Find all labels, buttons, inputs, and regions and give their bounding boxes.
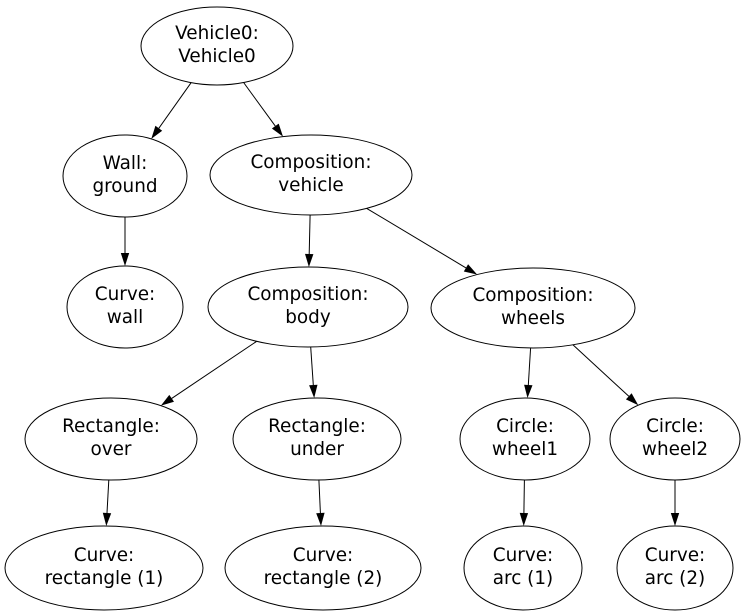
node-label-line1: Circle: <box>496 416 554 437</box>
arrowhead-icon <box>160 394 174 406</box>
node-curve_wall: Curve:wall <box>66 265 184 349</box>
arrowhead-icon <box>524 384 533 398</box>
node-ellipse <box>4 525 204 611</box>
arrowhead-icon <box>305 253 314 267</box>
node-label-line1: Curve: <box>95 284 155 305</box>
node-ellipse <box>609 397 741 481</box>
node-label-line2: wall <box>107 307 144 328</box>
node-label-line1: Circle: <box>646 416 704 437</box>
node-label-line2: wheel2 <box>642 439 708 460</box>
node-label-line2: wheel1 <box>492 439 558 460</box>
node-ellipse <box>616 525 734 611</box>
arrowhead-icon <box>463 264 478 275</box>
node-composition_wheels: Composition:wheels <box>430 267 636 349</box>
node-circle_wheel1: Circle:wheel1 <box>459 397 591 481</box>
edge-circle_wheel1-curve_arc1 <box>519 479 529 526</box>
node-label-line1: Vehicle0: <box>175 23 259 44</box>
node-label-line1: Curve: <box>74 545 134 566</box>
node-label-line1: Wall: <box>103 153 148 174</box>
node-ellipse <box>459 397 591 481</box>
edge-line <box>527 347 532 386</box>
node-vehicle0: Vehicle0:Vehicle0 <box>140 6 294 86</box>
edge-line <box>171 340 257 399</box>
edge-line <box>308 214 311 255</box>
edge-circle_wheel2-curve_arc2 <box>670 480 680 526</box>
arrowhead-icon <box>519 512 529 526</box>
edge-composition_vehicle-composition_wheels <box>366 207 478 275</box>
node-label-line2: rectangle (2) <box>264 568 383 589</box>
arrowhead-icon <box>102 512 112 526</box>
edge-line <box>523 479 525 514</box>
edge-line <box>106 479 110 514</box>
edge-line <box>366 207 467 269</box>
node-ellipse <box>224 525 422 611</box>
node-label-line1: Composition: <box>247 284 368 305</box>
node-wall_ground: Wall:ground <box>62 134 188 218</box>
node-label-line1: Rectangle: <box>268 416 366 437</box>
node-composition_vehicle: Composition:vehicle <box>209 134 413 216</box>
node-ellipse <box>430 267 636 349</box>
node-rectangle_over: Rectangle:over <box>24 397 198 481</box>
node-curve_arc2: Curve:arc (2) <box>616 525 734 611</box>
arrowhead-icon <box>316 512 325 526</box>
node-label-line2: wheels <box>501 308 565 329</box>
edge-line <box>158 82 192 129</box>
arrowhead-icon <box>120 253 130 266</box>
node-ellipse <box>62 134 188 218</box>
node-ellipse <box>66 265 184 349</box>
edge-composition_wheels-circle_wheel1 <box>524 347 533 398</box>
node-circle_wheel2: Circle:wheel2 <box>609 397 741 481</box>
node-label-line2: vehicle <box>278 175 344 196</box>
node-label-line1: Composition: <box>250 152 371 173</box>
edge-vehicle0-composition_vehicle <box>243 82 283 137</box>
arrowhead-icon <box>151 125 163 139</box>
edge-rectangle_under-curve_rectangle2 <box>316 479 325 526</box>
node-curve_rectangle2: Curve:rectangle (2) <box>224 525 422 611</box>
arrowhead-icon <box>625 393 639 406</box>
node-label-line2: over <box>90 439 131 460</box>
node-label-line1: Curve: <box>293 545 353 566</box>
edge-line <box>318 479 321 514</box>
node-curve_arc1: Curve:arc (1) <box>463 525 583 611</box>
edge-composition_wheels-circle_wheel2 <box>572 344 639 406</box>
arrowhead-icon <box>670 513 680 526</box>
node-label-line1: Curve: <box>493 545 553 566</box>
node-ellipse <box>232 397 402 481</box>
edge-line <box>310 346 314 386</box>
arrowhead-icon <box>271 123 283 137</box>
node-composition_body: Composition:body <box>207 266 409 348</box>
node-label-line2: arc (1) <box>493 568 553 589</box>
node-curve_rectangle1: Curve:rectangle (1) <box>4 525 204 611</box>
node-label-line2: rectangle (1) <box>45 568 164 589</box>
node-label-line1: Rectangle: <box>62 416 160 437</box>
node-label-line1: Curve: <box>645 545 705 566</box>
edge-composition_body-rectangle_over <box>160 340 257 406</box>
node-label-line2: body <box>285 307 331 328</box>
node-ellipse <box>209 134 413 216</box>
node-label-line2: ground <box>92 176 157 197</box>
arrowhead-icon <box>309 384 318 398</box>
edge-line <box>572 344 630 397</box>
node-label-line1: Composition: <box>472 285 593 306</box>
node-ellipse <box>140 6 294 86</box>
node-ellipse <box>463 525 583 611</box>
node-label-line2: arc (2) <box>645 568 705 589</box>
node-ellipse <box>207 266 409 348</box>
edge-vehicle0-wall_ground <box>151 82 192 139</box>
node-ellipse <box>24 397 198 481</box>
edge-line <box>243 82 276 127</box>
node-label-line2: under <box>290 439 344 460</box>
edge-rectangle_over-curve_rectangle1 <box>102 479 112 526</box>
node-rectangle_under: Rectangle:under <box>232 397 402 481</box>
edge-composition_body-rectangle_under <box>309 346 318 398</box>
edge-composition_vehicle-composition_body <box>305 214 314 267</box>
node-label-line2: Vehicle0 <box>178 46 255 67</box>
edge-wall_ground-curve_wall <box>120 217 130 266</box>
